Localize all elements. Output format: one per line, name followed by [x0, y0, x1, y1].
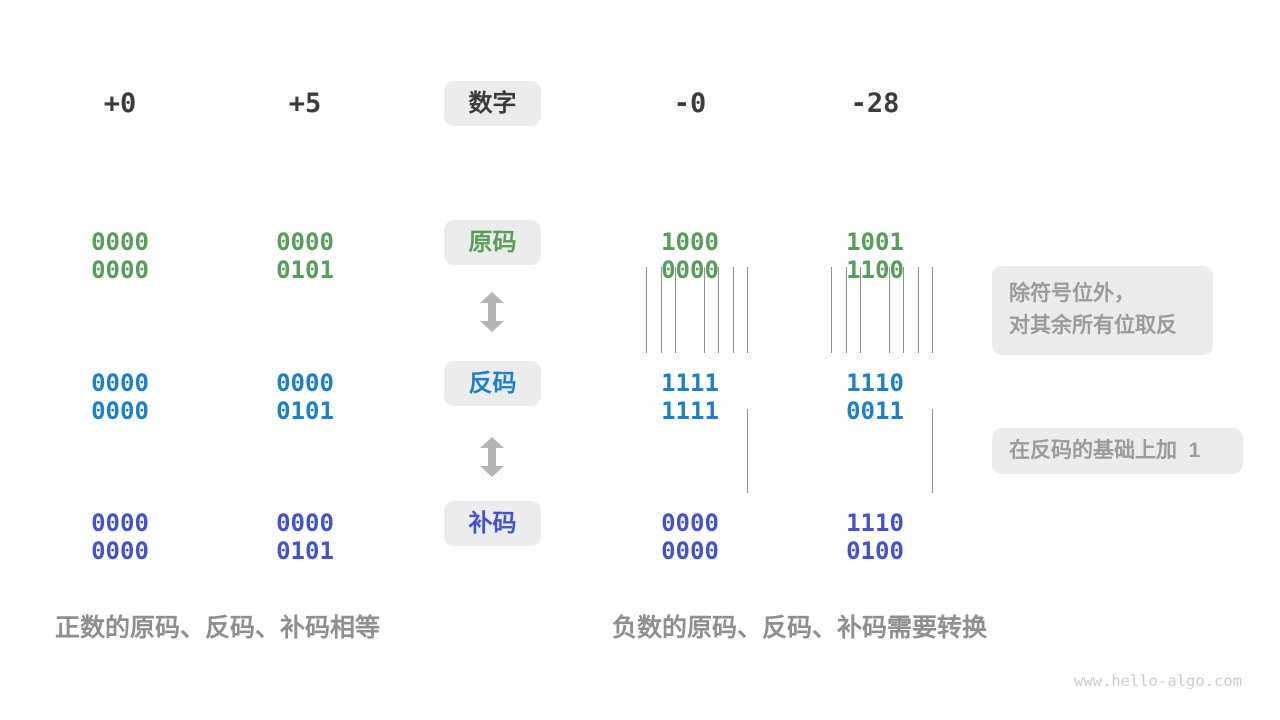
binary-cell: 1110 0100 [846, 509, 904, 565]
binary-cell: 0000 0000 [661, 509, 719, 565]
bit-flip-lines-minus28 [810, 267, 940, 353]
up-down-arrow-icon [480, 292, 504, 332]
note-flip-line1: 除符号位外， [1009, 282, 1135, 305]
binary-cell: 1000 0000 [661, 228, 719, 284]
header-value-minus28: -28 [850, 88, 900, 119]
binary-cell: 0000 0101 [276, 369, 334, 425]
up-down-arrow-icon [480, 437, 504, 477]
binary-cell: 0000 0000 [91, 369, 149, 425]
add-one-line-minus0 [747, 409, 749, 493]
binary-cell: 0000 0101 [276, 228, 334, 284]
bit-flip-lines-minus0 [625, 267, 755, 353]
caption-negative: 负数的原码、反码、补码需要转换 [612, 614, 988, 642]
header-value-plus0: +0 [103, 88, 137, 119]
caption-positive: 正数的原码、反码、补码相等 [55, 614, 381, 642]
note-add-one: 在反码的基础上加 1 [992, 428, 1243, 474]
binary-cell: 0000 0101 [276, 509, 334, 565]
note-flip-line2: 对其余所有位取反 [1009, 314, 1177, 337]
watermark: www.hello-algo.com [1074, 672, 1242, 690]
binary-cell: 0000 0000 [91, 509, 149, 565]
binary-cell: 0000 0000 [91, 228, 149, 284]
note-flip-bits: 除符号位外， 对其余所有位取反 [992, 266, 1213, 355]
binary-cell: 1111 1111 [661, 369, 719, 425]
header-value-plus5: +5 [288, 88, 322, 119]
header-value-minus0: -0 [673, 88, 707, 119]
tag-twos-complement: 补码 [444, 501, 541, 546]
tag-number: 数字 [444, 81, 541, 126]
binary-cell: 1110 0011 [846, 369, 904, 425]
tag-sign-magnitude: 原码 [444, 220, 541, 265]
add-one-line-minus28 [932, 409, 934, 493]
binary-cell: 1001 1100 [846, 228, 904, 284]
tag-ones-complement: 反码 [444, 361, 541, 406]
